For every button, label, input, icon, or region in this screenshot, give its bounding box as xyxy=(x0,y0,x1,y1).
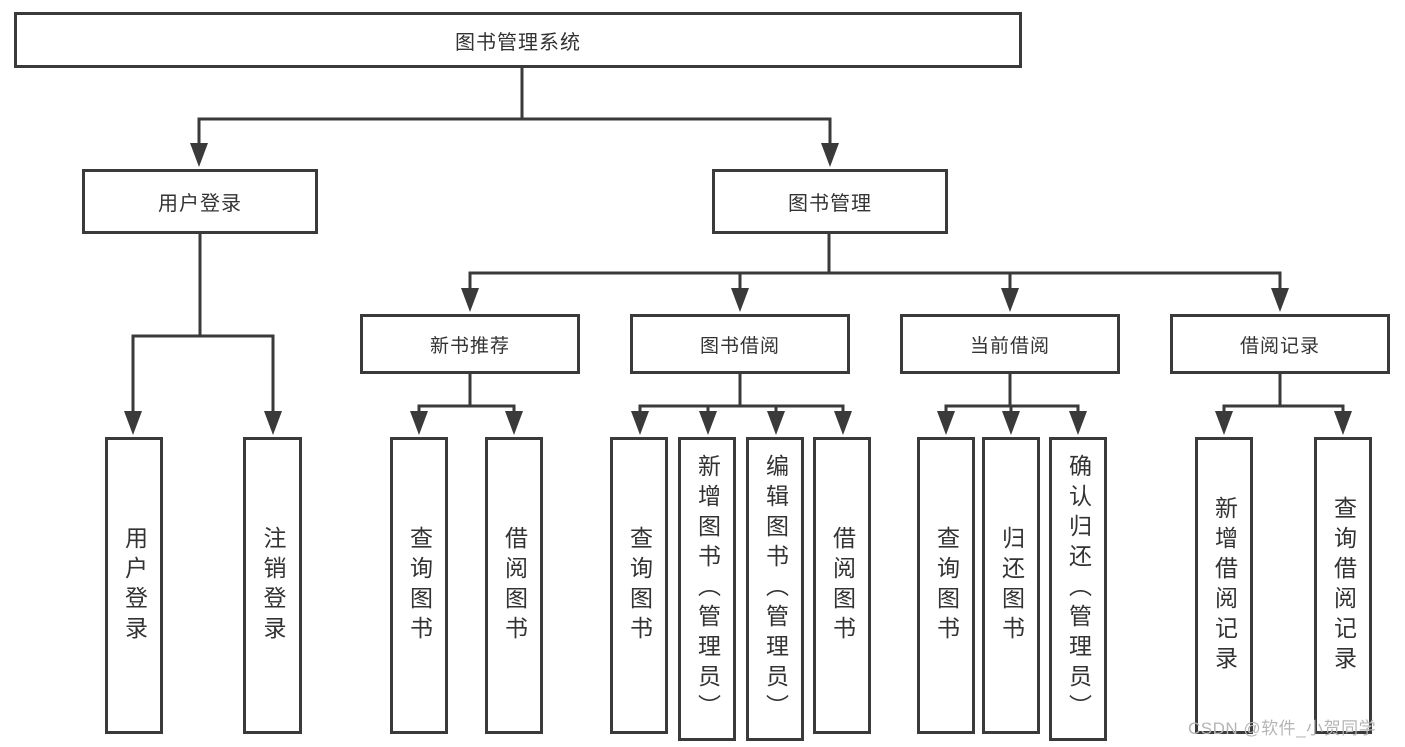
leaf-add-book-admin: 新增图书（管理员） xyxy=(678,437,736,741)
node-user-login: 用户登录 xyxy=(82,169,318,234)
leaf-edit-book-admin: 编辑图书（管理员） xyxy=(746,437,804,741)
leaf-add-borrow-record: 新增借阅记录 xyxy=(1195,437,1253,734)
leaf-user-login: 用户登录 xyxy=(105,437,163,734)
leaf-query-books-borrow: 查询图书 xyxy=(610,437,668,734)
leaf-confirm-return-admin: 确认归还（管理员） xyxy=(1049,437,1107,741)
leaf-borrow-books-recommend: 借阅图书 xyxy=(485,437,543,734)
node-new-book-recommend: 新书推荐 xyxy=(360,314,580,374)
leaf-borrow-books: 借阅图书 xyxy=(813,437,871,734)
leaf-query-books-current: 查询图书 xyxy=(917,437,975,734)
leaf-return-book: 归还图书 xyxy=(982,437,1040,734)
node-book-borrow: 图书借阅 xyxy=(630,314,850,374)
leaf-query-books-recommend: 查询图书 xyxy=(390,437,448,734)
watermark-text: CSDN @软件_小贺同学 xyxy=(1188,719,1377,738)
node-book-management: 图书管理 xyxy=(712,169,948,234)
node-current-borrow: 当前借阅 xyxy=(900,314,1120,374)
node-root: 图书管理系统 xyxy=(14,12,1022,68)
leaf-query-borrow-record: 查询借阅记录 xyxy=(1314,437,1372,734)
leaf-logout: 注销登录 xyxy=(243,437,302,734)
node-borrow-records: 借阅记录 xyxy=(1170,314,1390,374)
